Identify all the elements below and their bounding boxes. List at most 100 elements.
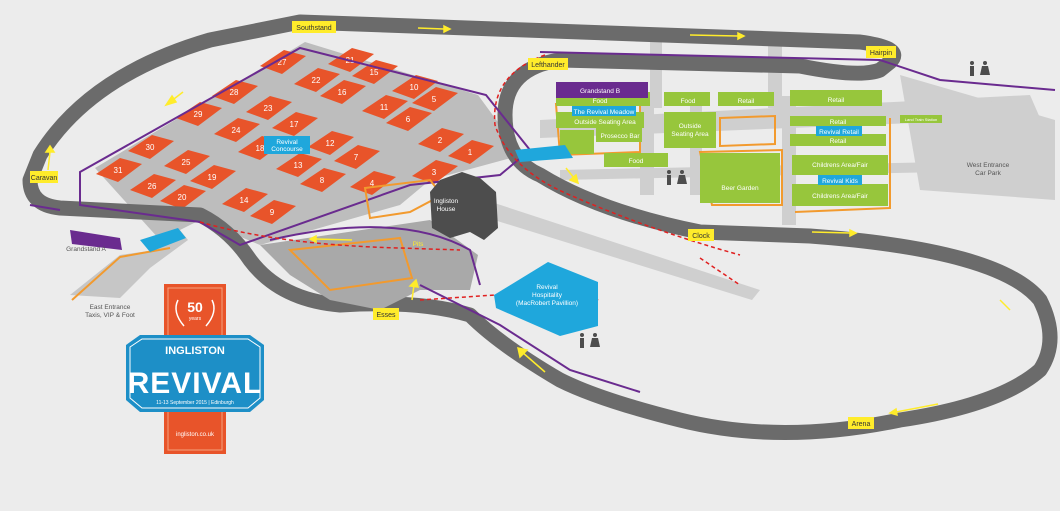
plot-label-29: 29 xyxy=(194,110,203,119)
plot-11 xyxy=(362,95,408,119)
east-entrance-path xyxy=(70,230,188,298)
plot-25 xyxy=(164,150,210,174)
green-zones xyxy=(556,90,888,206)
plot-label-22: 22 xyxy=(312,76,321,85)
label-food-2: Food xyxy=(681,98,696,105)
label-hospitality-1: Revival xyxy=(536,284,558,291)
label-hospitality-3: (MacRobert Pavillion) xyxy=(516,300,578,307)
plot-7 xyxy=(334,145,380,169)
label-childrens-2: Childrens Area/Fair xyxy=(812,193,868,200)
plot-label-9: 9 xyxy=(270,208,275,217)
plot-20 xyxy=(160,185,206,209)
plot-30 xyxy=(128,135,174,159)
label-retail-2: Retail xyxy=(828,97,845,104)
label-revival-retail: Revival Retail xyxy=(819,129,859,136)
plot-9 xyxy=(250,200,296,224)
laurel-icon xyxy=(175,299,215,327)
plot-4 xyxy=(350,171,396,195)
label-west-entrance-1: West Entrance xyxy=(967,162,1010,169)
plot-label-8: 8 xyxy=(320,176,325,185)
label-revival-kids: Revival Kids xyxy=(822,178,859,185)
label-hairpin: Hairpin xyxy=(870,50,892,57)
label-retail-1: Retail xyxy=(738,98,755,105)
plot-26 xyxy=(130,174,176,198)
grandstand-a xyxy=(70,230,122,250)
plot-label-31: 31 xyxy=(114,166,123,175)
race-track xyxy=(22,14,1058,440)
plots-layer: 1234567891011121314151617181920212223242… xyxy=(96,48,494,224)
label-land-train: Land Train Station xyxy=(905,117,937,122)
logo-website: ingliston.co.uk xyxy=(176,432,215,438)
plot-label-20: 20 xyxy=(178,193,187,202)
logo-dates: 11-13 September 2015 | Edinburgh xyxy=(156,400,234,406)
plot-27 xyxy=(260,50,306,74)
plot-22 xyxy=(294,68,340,92)
plot-label-13: 13 xyxy=(294,161,303,170)
plot-28 xyxy=(212,80,258,104)
label-arena: Arena xyxy=(852,421,871,428)
plot-label-11: 11 xyxy=(380,103,389,112)
label-outside-seating-2a: Outside xyxy=(679,123,702,130)
label-ingliston-house-1: Ingliston xyxy=(434,198,459,205)
label-ingliston-house-2: House xyxy=(437,206,456,213)
label-revival-meadow: The Revival Meadow xyxy=(574,109,635,116)
label-southstand: Southstand xyxy=(296,25,332,32)
label-clock: Clock xyxy=(692,233,710,240)
logo-badge-sub: years xyxy=(189,316,202,322)
plot-2 xyxy=(418,128,464,152)
plot-23 xyxy=(246,96,292,120)
plot-label-27: 27 xyxy=(278,58,287,67)
label-childrens-1: Childrens Area/Fair xyxy=(812,162,868,169)
label-revival-concourse-2: Concourse xyxy=(271,146,303,153)
logo-name-main: REVIVAL xyxy=(128,367,263,400)
plot-label-26: 26 xyxy=(148,182,157,191)
toilet-icon xyxy=(580,61,990,348)
logo-name-top: INGLISTON xyxy=(165,345,225,357)
ingliston-revival-logo: 50 years INGLISTON REVIVAL 11-13 Septemb… xyxy=(126,284,264,454)
label-hospitality-2: Hospitality xyxy=(532,292,563,299)
track-labels: Southstand Hairpin Lefthander Caravan Cl… xyxy=(30,21,896,429)
plot-label-18: 18 xyxy=(256,144,265,153)
direction-arrows xyxy=(44,24,1011,417)
label-east-entrance-2: Taxis, VIP & Foot xyxy=(85,312,135,319)
plot-12 xyxy=(308,131,354,155)
plot-13 xyxy=(276,153,322,177)
plot-8 xyxy=(300,168,346,192)
plot-label-30: 30 xyxy=(146,143,155,152)
label-grandstand-a: Grandstand A xyxy=(66,246,106,253)
plot-label-17: 17 xyxy=(290,120,299,129)
plot-14 xyxy=(222,188,268,212)
plot-31 xyxy=(96,158,142,182)
plot-3 xyxy=(412,160,458,184)
label-retail-4: Retail xyxy=(830,138,847,145)
plot-label-2: 2 xyxy=(438,136,443,145)
plot-label-15: 15 xyxy=(370,68,379,77)
plot-15 xyxy=(352,60,398,84)
plot-10 xyxy=(392,75,438,99)
label-lefthander: Lefthander xyxy=(531,62,565,69)
plot-label-1: 1 xyxy=(468,148,473,157)
plot-label-25: 25 xyxy=(182,158,191,167)
plot-6 xyxy=(386,107,432,131)
plot-label-10: 10 xyxy=(410,83,419,92)
plot-24 xyxy=(214,118,260,142)
plot-label-16: 16 xyxy=(338,88,347,97)
plot-label-23: 23 xyxy=(264,104,273,113)
plot-label-5: 5 xyxy=(432,95,437,104)
area-labels: Grandstand B Food The Revival Meadow Out… xyxy=(66,88,1010,319)
label-food-1: Food xyxy=(593,98,608,105)
label-outside-seating-1: Outside Seating Area xyxy=(574,119,636,126)
label-east-entrance-1: East Entrance xyxy=(90,304,131,311)
label-beer-garden: Beer Garden xyxy=(721,185,759,192)
plot-label-3: 3 xyxy=(432,168,437,177)
label-grandstand-b: Grandstand B xyxy=(580,88,620,95)
plot-19 xyxy=(190,165,236,189)
plot-label-28: 28 xyxy=(230,88,239,97)
plot-label-19: 19 xyxy=(208,173,217,182)
label-caravan: Caravan xyxy=(31,175,58,182)
grandstand-b xyxy=(556,82,648,98)
plot-1 xyxy=(448,140,494,164)
plot-label-7: 7 xyxy=(354,153,359,162)
label-outside-seating-2b: Seating Area xyxy=(671,131,709,138)
